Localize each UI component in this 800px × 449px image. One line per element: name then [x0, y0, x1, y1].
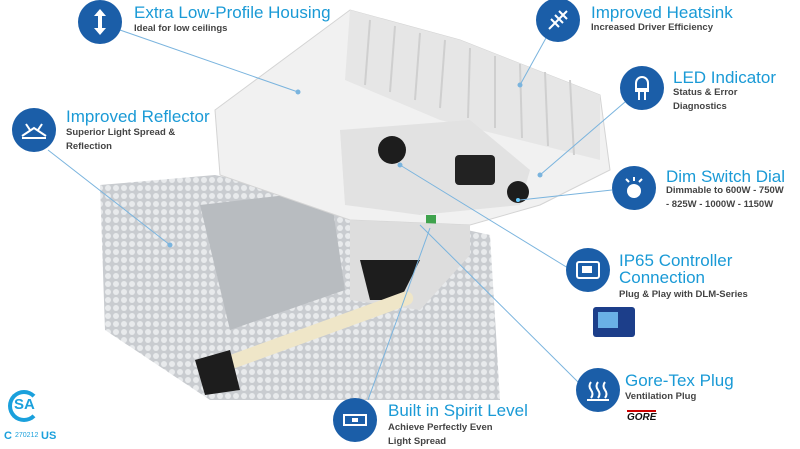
controller-port [378, 136, 406, 164]
dim-dial [507, 181, 529, 203]
feature-title: LED Indicator [673, 68, 776, 87]
feature-title: Improved Heatsink [591, 3, 733, 22]
spirit-level-icon [333, 398, 377, 442]
feature-subtitle: Ideal for low ceilings [134, 23, 228, 34]
feature-title: Built in Spirit Level [388, 401, 528, 420]
feature-subtitle: Light Spread [388, 436, 447, 447]
lamp [205, 291, 414, 376]
feature-title: Connection [619, 268, 706, 287]
feature-title: IP65 Controller [619, 251, 733, 270]
power-socket [455, 155, 495, 185]
controller-screen-icon [566, 248, 610, 292]
feature-subtitle: Reflection [66, 141, 112, 152]
csa-logo: SA C 270212 US [4, 390, 64, 446]
feature-subtitle: Status & Error [673, 87, 738, 98]
dial-knob-icon [612, 166, 656, 210]
gore-logo: GORE [627, 410, 657, 423]
feature-title: Gore-Tex Plug [625, 371, 734, 390]
feature-subtitle: Plug & Play with DLM-Series [619, 289, 748, 300]
feature-subtitle: Ventilation Plug [625, 391, 697, 402]
feature-subtitle: Dimmable to 600W - 750W [666, 185, 784, 196]
feature-title: Extra Low-Profile Housing [134, 3, 331, 22]
heatsink-fins-icon [536, 0, 580, 42]
feature-title: Improved Reflector [66, 107, 210, 126]
reflector-rays-icon [12, 108, 56, 152]
feature-subtitle: - 825W - 1000W - 1150W [666, 199, 774, 210]
feature-subtitle: Superior Light Spread & [66, 127, 176, 138]
feature-subtitle: Increased Driver Efficiency [591, 22, 713, 33]
feature-title: Dim Switch Dial [666, 167, 786, 186]
feature-subtitle: Diagnostics [673, 101, 727, 112]
heatsink [345, 10, 600, 160]
vertical-arrows-icon [78, 0, 122, 44]
led-bulb-icon [620, 66, 664, 110]
controller-image [593, 307, 635, 337]
feature-subtitle: Achieve Perfectly Even [388, 422, 493, 433]
reflector-panel [200, 190, 345, 330]
vent-plug-icon [576, 368, 620, 412]
